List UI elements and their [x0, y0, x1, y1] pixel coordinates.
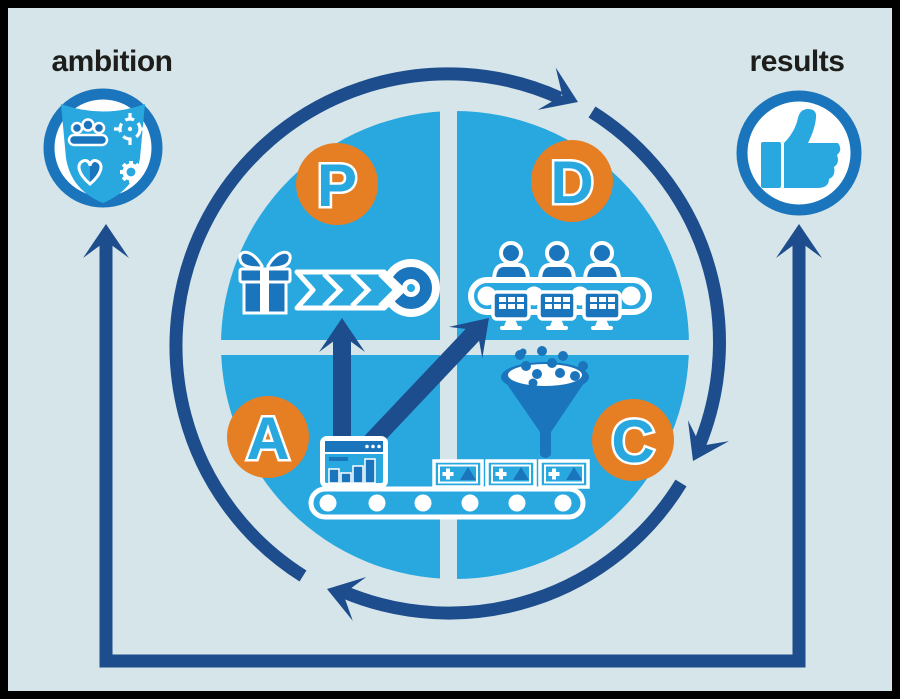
team-icon: [67, 118, 109, 147]
check-icon: [432, 346, 590, 489]
act-icon: [308, 436, 586, 520]
cycle-arc-bottom: [341, 479, 687, 620]
funnel-icon: [501, 346, 589, 458]
step-badge-do: [531, 140, 613, 222]
target-dot: [407, 284, 415, 292]
feedback-connector: [83, 224, 822, 668]
do-icon: [468, 241, 652, 332]
plus-item-box: [432, 459, 484, 489]
target-crosshair-icon: [114, 113, 146, 145]
gear-icon: [120, 161, 142, 183]
funnel-dots: [515, 346, 588, 388]
step-badge-plan: [296, 143, 378, 225]
step-letter-do: D: [550, 149, 593, 216]
thumbs-up-icon: [761, 109, 841, 188]
shield-icon: [61, 104, 146, 203]
step-letter-act: A: [246, 405, 289, 472]
step-badges: P D C A: [227, 140, 674, 481]
act-conveyor-rollers: [319, 494, 572, 512]
gift-icon: [238, 250, 292, 315]
ambition-label: ambition: [52, 45, 173, 78]
chevron-stripes: [322, 272, 400, 308]
step-badge-check: [592, 399, 674, 481]
dashboard-icon: [320, 436, 388, 488]
step-badge-act: [227, 396, 309, 478]
heart-icon: [77, 159, 103, 186]
chevron-band: [294, 269, 406, 311]
feedback-line: [99, 238, 806, 668]
plan-icon: [238, 250, 440, 317]
cycle-arrows: [169, 67, 729, 621]
cycle-arc-left: [169, 67, 563, 582]
bar-chart: [328, 458, 376, 484]
step-letter-plan: P: [317, 152, 357, 219]
plus-item-box: [485, 459, 537, 489]
act-conveyor-belt: [308, 486, 586, 520]
results-label: results: [750, 45, 845, 78]
cycle-arc-right: [588, 106, 726, 449]
step-letter-check: C: [611, 408, 654, 475]
ambition-node: ambition: [43, 45, 173, 208]
results-node: results: [736, 45, 862, 216]
window-dots: [365, 444, 381, 449]
plus-item-box: [538, 459, 590, 489]
